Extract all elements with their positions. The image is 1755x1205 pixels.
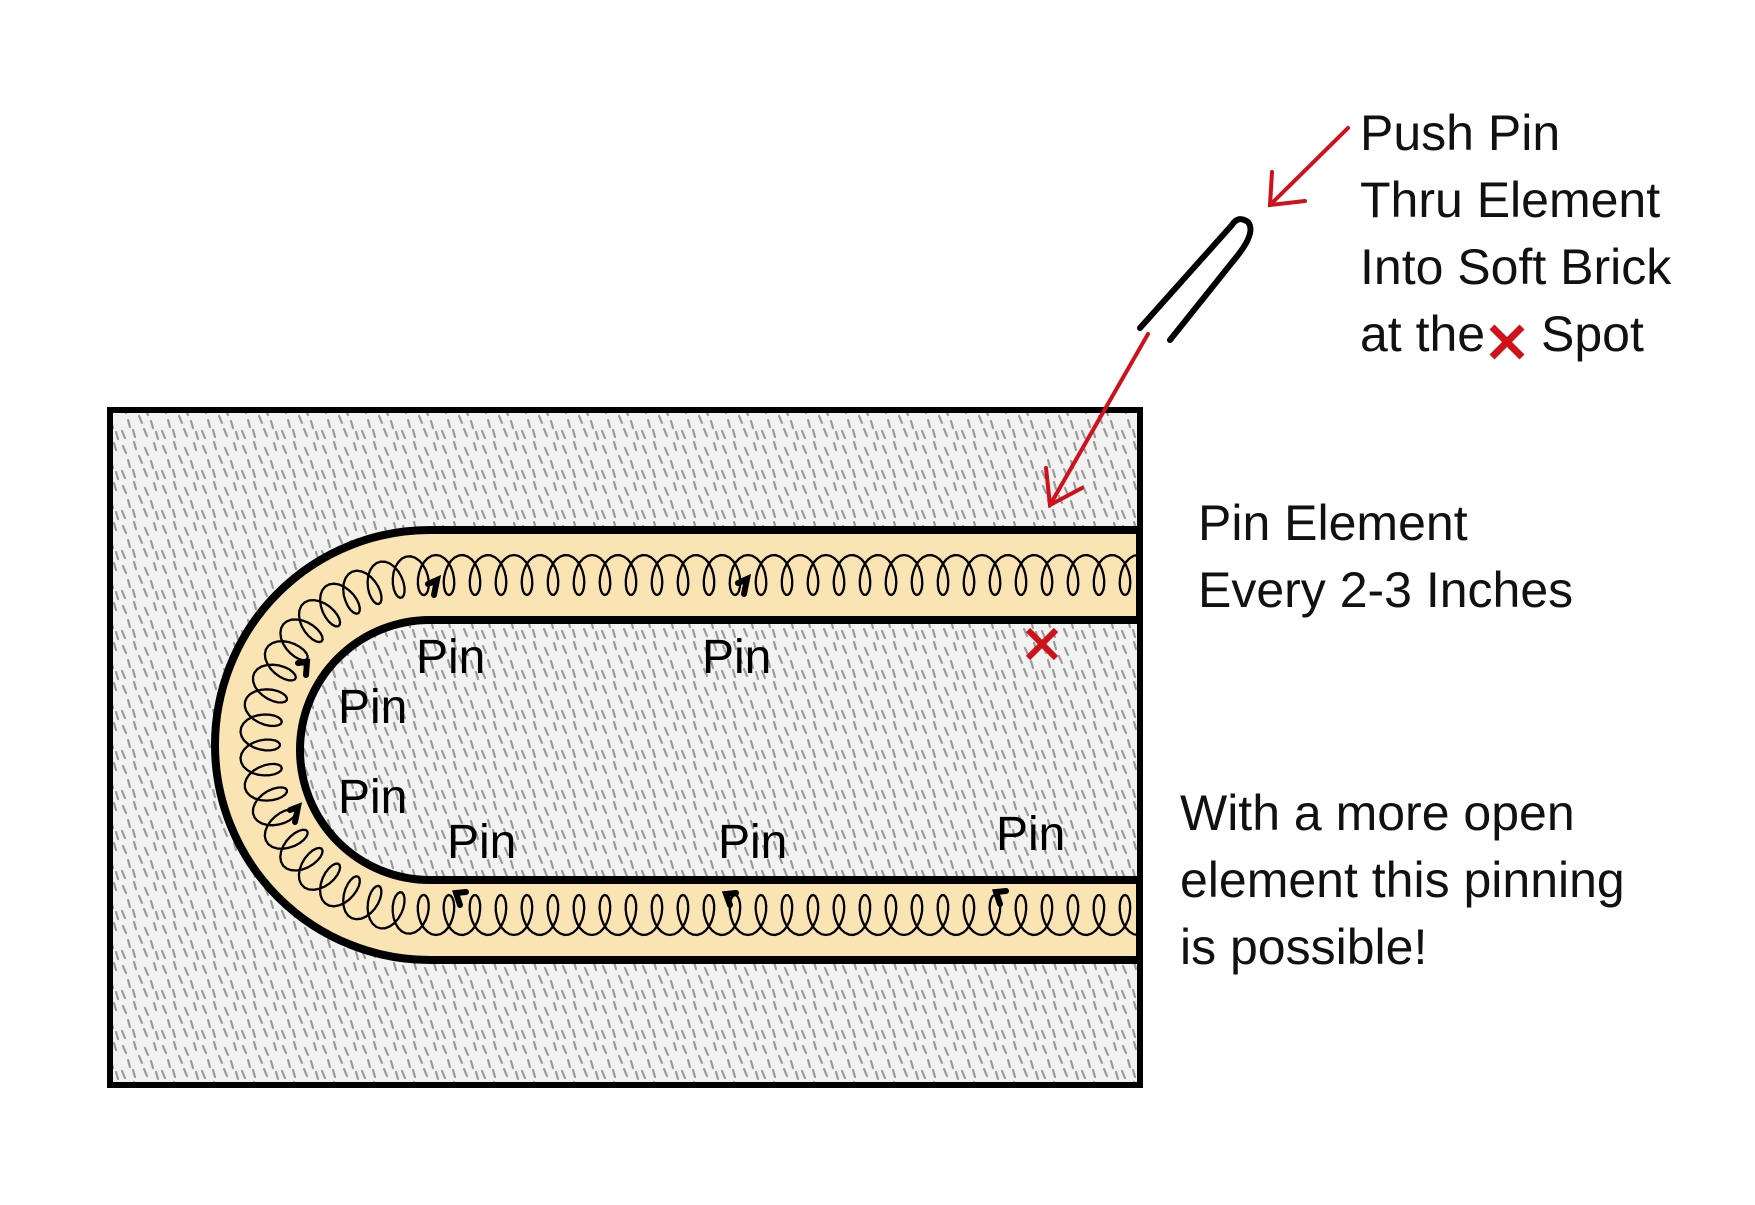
pin-label: Pin xyxy=(718,816,787,869)
pin-hook-icon xyxy=(287,802,303,825)
pin-hook-icon xyxy=(991,888,1009,907)
instruction-line-2: Thru Element xyxy=(1360,172,1660,228)
open-element-line-1: With a more open xyxy=(1180,785,1575,841)
open-element-line-2: element this pinning xyxy=(1180,852,1625,908)
push-pin-icon xyxy=(1137,216,1254,343)
instruction-line-3: Into Soft Brick xyxy=(1360,239,1672,295)
open-element-line-3: is possible! xyxy=(1180,919,1427,975)
heating-coil xyxy=(239,553,1139,937)
pin-hooks xyxy=(287,573,1009,908)
instruction-spot-word: Spot xyxy=(1541,306,1644,362)
pin-hook-icon xyxy=(451,889,469,908)
instruction-line-4: at the xyxy=(1360,306,1485,362)
pin-spacing-line-1: Pin Element xyxy=(1198,495,1468,551)
pin-label: Pin xyxy=(338,681,407,734)
x-spot-icon xyxy=(1025,627,1059,661)
pin-label: Pin xyxy=(996,808,1065,861)
pin-label: Pin xyxy=(338,771,407,824)
instruction-line-1: Push Pin xyxy=(1360,105,1560,161)
pin-label: Pin xyxy=(416,631,485,684)
instruction-arrow xyxy=(1267,126,1350,208)
pin-hook-icon xyxy=(735,573,752,597)
pin-hook-icon xyxy=(295,658,311,678)
x-spot-icon xyxy=(1489,324,1525,360)
pin-label: Pin xyxy=(702,631,771,684)
pin-hook-icon xyxy=(721,890,739,908)
pin-hook-icon xyxy=(425,574,442,598)
pin-spacing-line-2: Every 2-3 Inches xyxy=(1198,562,1573,618)
pin-label: Pin xyxy=(447,816,516,869)
heating-element xyxy=(211,526,1140,964)
insertion-arrow xyxy=(1044,332,1150,509)
